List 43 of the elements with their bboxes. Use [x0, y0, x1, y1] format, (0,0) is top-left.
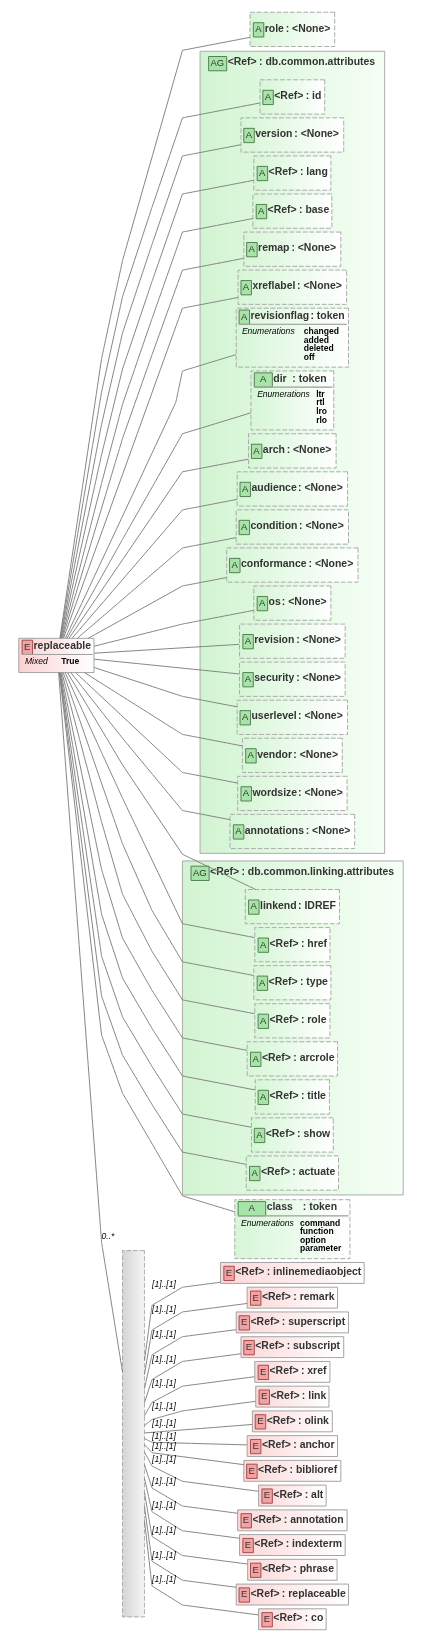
edge-label: [1]..[1] — [152, 1441, 176, 1452]
connector — [143, 1477, 240, 1539]
connector — [143, 1505, 237, 1588]
connector — [143, 1400, 256, 1427]
edge-label: [1]..[1] — [152, 1454, 176, 1465]
edge-label: [1]..[1] — [152, 1549, 176, 1560]
connector — [143, 1491, 248, 1565]
connector — [143, 1444, 245, 1466]
node-box: A <Ref> : actuate — [245, 1155, 339, 1191]
edge-label: [1]..[1] — [152, 1378, 176, 1389]
connector — [143, 1464, 239, 1514]
connector — [93, 667, 238, 708]
connector — [87, 577, 227, 639]
edge-label: [1]..[1] — [152, 1418, 176, 1429]
connector — [143, 1376, 255, 1417]
connector — [76, 537, 237, 639]
edge-label: [1]..[1] — [152, 1353, 176, 1364]
edge-label: [1]..[1] — [152, 1430, 176, 1441]
connector — [65, 354, 237, 639]
connector — [70, 672, 231, 821]
edge-label: [1]..[1] — [152, 1500, 176, 1511]
connector — [93, 658, 240, 675]
edge-label: [1]..[1] — [152, 1574, 176, 1585]
edge-label: [1]..[1] — [152, 1279, 176, 1290]
edge-label: [1]..[1] — [152, 1524, 176, 1535]
connector — [143, 1438, 248, 1446]
connector — [143, 1329, 237, 1390]
edge-label: [1]..[1] — [152, 1328, 176, 1339]
node-box: A linkend: IDREF — [244, 889, 340, 925]
node-bar — [122, 1250, 145, 1618]
edge-label: [1]..[1] — [152, 1304, 176, 1315]
connector — [143, 1281, 221, 1361]
connector — [144, 1424, 253, 1434]
connector — [84, 672, 243, 747]
edge-label: [1]..[1] — [152, 1476, 176, 1487]
node-box: A <Ref> : arcrole — [246, 1041, 338, 1077]
connector — [93, 643, 240, 654]
node-box: A vendor: <None> — [241, 737, 343, 773]
edge-label: [1]..[1] — [152, 1401, 176, 1412]
connector — [75, 672, 239, 784]
connector — [58, 672, 123, 1373]
edge-label: 0..* — [101, 1230, 115, 1241]
connector — [143, 1353, 242, 1404]
